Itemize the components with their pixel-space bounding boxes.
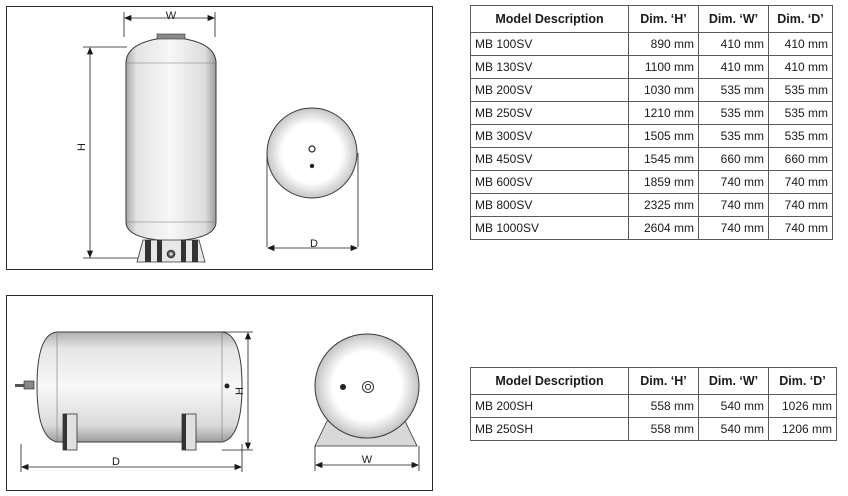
dim-w-cell: 540 mm — [698, 394, 769, 418]
model-cell: MB 250SV — [470, 101, 629, 125]
dim-w-cell: 535 mm — [698, 78, 769, 102]
dim-w-cell: 740 mm — [698, 170, 769, 194]
table-row: MB 130SV 1100 mm 410 mm 410 mm — [470, 55, 833, 79]
dim-h-cell: 2325 mm — [628, 193, 699, 217]
dim-d-cell: 740 mm — [768, 170, 833, 194]
dim-w-cell: 410 mm — [698, 55, 769, 79]
dim-h-cell: 890 mm — [628, 32, 699, 56]
dim-d-cell: 740 mm — [768, 193, 833, 217]
dim-d-cell: 535 mm — [768, 124, 833, 148]
horizontal-tank-drawing-panel: H D W — [6, 295, 433, 491]
table-row: MB 300SV 1505 mm 535 mm 535 mm — [470, 124, 833, 148]
width-dimension — [123, 12, 216, 37]
vertical-tank-top-view — [266, 107, 359, 247]
model-cell: MB 100SV — [470, 32, 629, 56]
table-row: MB 100SV 890 mm 410 mm 410 mm — [470, 32, 833, 56]
horizontal-height-dimension-label: H — [234, 387, 246, 395]
horizontal-depth-dimension-label: D — [112, 456, 120, 468]
dim-d-cell: 535 mm — [768, 101, 833, 125]
horizontal-tank — [15, 331, 243, 451]
dim-h-cell: 1100 mm — [628, 55, 699, 79]
dim-h-cell: 1545 mm — [628, 147, 699, 171]
dim-h-cell: 2604 mm — [628, 216, 699, 240]
dim-w-cell: 410 mm — [698, 32, 769, 56]
dim-w-cell: 535 mm — [698, 124, 769, 148]
vertical-models-table: Model Description Dim. ‘H’ Dim. ‘W’ Dim.… — [470, 5, 833, 240]
height-dimension-label: H — [76, 143, 88, 151]
table-header-row: Model Description Dim. ‘H’ Dim. ‘W’ Dim.… — [470, 5, 833, 33]
dim-d-cell: 1206 mm — [768, 417, 837, 441]
table-row: MB 250SV 1210 mm 535 mm 535 mm — [470, 101, 833, 125]
column-header-model: Model Description — [470, 367, 629, 395]
dim-w-cell: 535 mm — [698, 101, 769, 125]
dim-d-cell: 1026 mm — [768, 394, 837, 418]
horizontal-tank-drawing: H D W — [15, 331, 420, 472]
table-row: MB 1000SV 2604 mm 740 mm 740 mm — [470, 216, 833, 240]
dim-d-cell: 535 mm — [768, 78, 833, 102]
column-header-dim-w: Dim. ‘W’ — [698, 367, 769, 395]
table-row: MB 450SV 1545 mm 660 mm 660 mm — [470, 147, 833, 171]
dim-d-cell: 410 mm — [768, 32, 833, 56]
horizontal-depth-dimension — [20, 444, 243, 472]
model-cell: MB 200SH — [470, 394, 629, 418]
dim-w-cell: 740 mm — [698, 193, 769, 217]
vertical-tank-drawing: W H — [76, 10, 359, 263]
model-cell: MB 250SH — [470, 417, 629, 441]
column-header-dim-h: Dim. ‘H’ — [628, 367, 699, 395]
horizontal-height-dimension — [222, 331, 253, 451]
dim-d-cell: 660 mm — [768, 147, 833, 171]
dim-d-cell: 740 mm — [768, 216, 833, 240]
horizontal-width-dimension — [314, 446, 420, 471]
dim-h-cell: 558 mm — [628, 394, 699, 418]
column-header-dim-d: Dim. ‘D’ — [768, 5, 833, 33]
depth-dimension — [266, 244, 359, 252]
table-row: MB 600SV 1859 mm 740 mm 740 mm — [470, 170, 833, 194]
dim-h-cell: 1859 mm — [628, 170, 699, 194]
dim-h-cell: 558 mm — [628, 417, 699, 441]
width-dimension-label: W — [166, 10, 177, 22]
dim-h-cell: 1505 mm — [628, 124, 699, 148]
column-header-dim-d: Dim. ‘D’ — [768, 367, 837, 395]
model-cell: MB 800SV — [470, 193, 629, 217]
dim-w-cell: 660 mm — [698, 147, 769, 171]
column-header-dim-h: Dim. ‘H’ — [628, 5, 699, 33]
column-header-dim-w: Dim. ‘W’ — [698, 5, 769, 33]
height-dimension — [83, 46, 143, 259]
table-row: MB 200SV 1030 mm 535 mm 535 mm — [470, 78, 833, 102]
dim-w-cell: 740 mm — [698, 216, 769, 240]
model-cell: MB 200SV — [470, 78, 629, 102]
model-cell: MB 300SV — [470, 124, 629, 148]
vertical-tank-drawing-panel: W H — [6, 6, 433, 270]
table-row: MB 250SH 558 mm 540 mm 1206 mm — [470, 417, 837, 441]
column-header-model: Model Description — [470, 5, 629, 33]
dim-w-cell: 540 mm — [698, 417, 769, 441]
table-row: MB 800SV 2325 mm 740 mm 740 mm — [470, 193, 833, 217]
dim-d-cell: 410 mm — [768, 55, 833, 79]
model-cell: MB 450SV — [470, 147, 629, 171]
dim-h-cell: 1030 mm — [628, 78, 699, 102]
depth-dimension-label: D — [310, 238, 318, 250]
horizontal-models-table: Model Description Dim. ‘H’ Dim. ‘W’ Dim.… — [470, 367, 837, 441]
horizontal-width-dimension-label: W — [362, 454, 373, 466]
model-cell: MB 1000SV — [470, 216, 629, 240]
model-cell: MB 130SV — [470, 55, 629, 79]
horizontal-tank-end-view — [314, 333, 420, 447]
table-header-row: Model Description Dim. ‘H’ Dim. ‘W’ Dim.… — [470, 367, 837, 395]
vertical-tank — [125, 33, 217, 263]
dim-h-cell: 1210 mm — [628, 101, 699, 125]
table-row: MB 200SH 558 mm 540 mm 1026 mm — [470, 394, 837, 418]
model-cell: MB 600SV — [470, 170, 629, 194]
